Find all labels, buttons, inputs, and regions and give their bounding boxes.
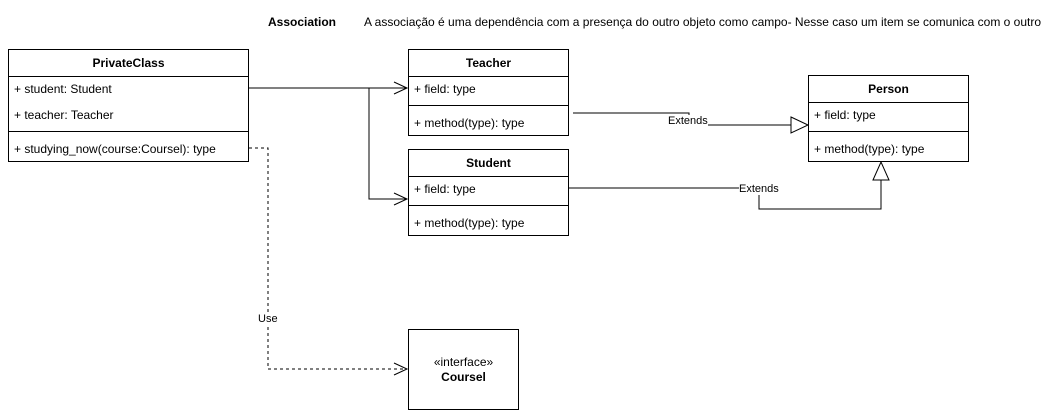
- class-name: PrivateClass: [9, 50, 248, 77]
- class-field: + teacher: Teacher: [14, 108, 114, 122]
- class-field: + field: type: [814, 108, 876, 122]
- class-name: Student: [409, 150, 568, 177]
- class-method: + method(type): type: [814, 142, 925, 156]
- interface-stereotype: «interface»: [433, 355, 494, 369]
- student-extends-label: Extends: [739, 183, 779, 195]
- teacher-extends-label: Extends: [668, 115, 708, 127]
- class-teacher[interactable]: Teacher + field: type + method(type): ty…: [408, 49, 569, 136]
- class-name: Teacher: [409, 50, 568, 77]
- interface-coursel[interactable]: «interface» Coursel: [408, 329, 519, 410]
- class-divider: [409, 205, 568, 206]
- class-divider: [409, 105, 568, 106]
- class-field: + field: type: [414, 182, 476, 196]
- use-arrowhead: [393, 362, 409, 376]
- class-method: + studying_now(course:Coursel): type: [14, 142, 216, 156]
- class-field: + student: Student: [14, 82, 112, 96]
- class-student[interactable]: Student + field: type + method(type): ty…: [408, 149, 569, 236]
- use-label: Use: [258, 313, 278, 325]
- extends-arrowhead-student: [872, 160, 890, 181]
- class-divider: [809, 131, 968, 132]
- extends-line-student: [569, 180, 882, 210]
- association-arrowhead-teacher: [393, 81, 409, 95]
- use-line: [249, 147, 406, 370]
- class-method: + method(type): type: [414, 116, 525, 130]
- class-method: + method(type): type: [414, 216, 525, 230]
- class-divider: [9, 131, 248, 132]
- class-private-class[interactable]: PrivateClass + student: Student + teache…: [8, 49, 249, 162]
- diagram-title: Association: [268, 15, 337, 29]
- extends-arrowhead-teacher: [790, 116, 810, 134]
- class-person[interactable]: Person + field: type + method(type): typ…: [808, 75, 969, 162]
- association-arrowhead-student: [393, 192, 409, 206]
- class-field: + field: type: [414, 82, 476, 96]
- interface-name: Coursel: [441, 370, 486, 384]
- diagram-description: A associação é uma dependência com a pre…: [364, 15, 1042, 29]
- association-line-student: [368, 88, 406, 200]
- class-name: Person: [809, 76, 968, 103]
